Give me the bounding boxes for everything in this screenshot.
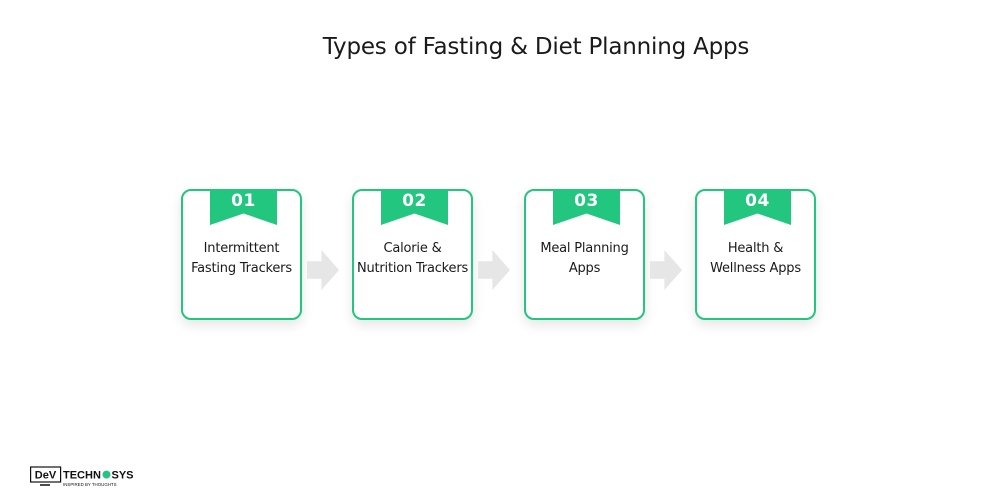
step-card-4: 04 Health & Wellness Apps <box>695 189 816 320</box>
step-label: Meal Planning Apps <box>540 241 629 276</box>
logo-text-left: DeV <box>35 470 57 482</box>
logo-icon: DeV TECHN SYS INSPIRED BY THOUGHTS <box>30 466 134 487</box>
step-label: Health & Wellness Apps <box>710 241 801 276</box>
step-ribbon-2: 02 <box>381 189 448 225</box>
logo-o-icon <box>102 470 111 479</box>
logo-text-end: SYS <box>112 470 134 482</box>
logo-box <box>30 466 62 483</box>
arrow-right-icon <box>478 250 510 290</box>
step-ribbon-1: 01 <box>210 189 277 225</box>
arrow-right-icon <box>650 250 682 290</box>
step-label: Calorie & Nutrition Trackers <box>356 241 469 276</box>
step-card-2: 02 Calorie & Nutrition Trackers <box>352 189 473 320</box>
step-number: 02 <box>402 191 427 211</box>
logo-tagline: INSPIRED BY THOUGHTS <box>63 482 117 487</box>
step-ribbon-4: 04 <box>724 189 791 225</box>
step-ribbon-3: 03 <box>553 189 620 225</box>
step-number: 03 <box>574 191 599 211</box>
step-number: 01 <box>231 191 256 211</box>
step-card-3: 03 Meal Planning Apps <box>524 189 645 320</box>
arrow-right-icon <box>307 250 339 290</box>
page-title: Types of Fasting & Diet Planning Apps <box>322 34 750 60</box>
logo-text-right: TECHN <box>63 470 101 482</box>
step-number: 04 <box>745 191 770 211</box>
step-label: Intermittent Fasting Trackers <box>191 241 292 276</box>
step-card-1: 01 Intermittent Fasting Trackers <box>181 189 302 320</box>
